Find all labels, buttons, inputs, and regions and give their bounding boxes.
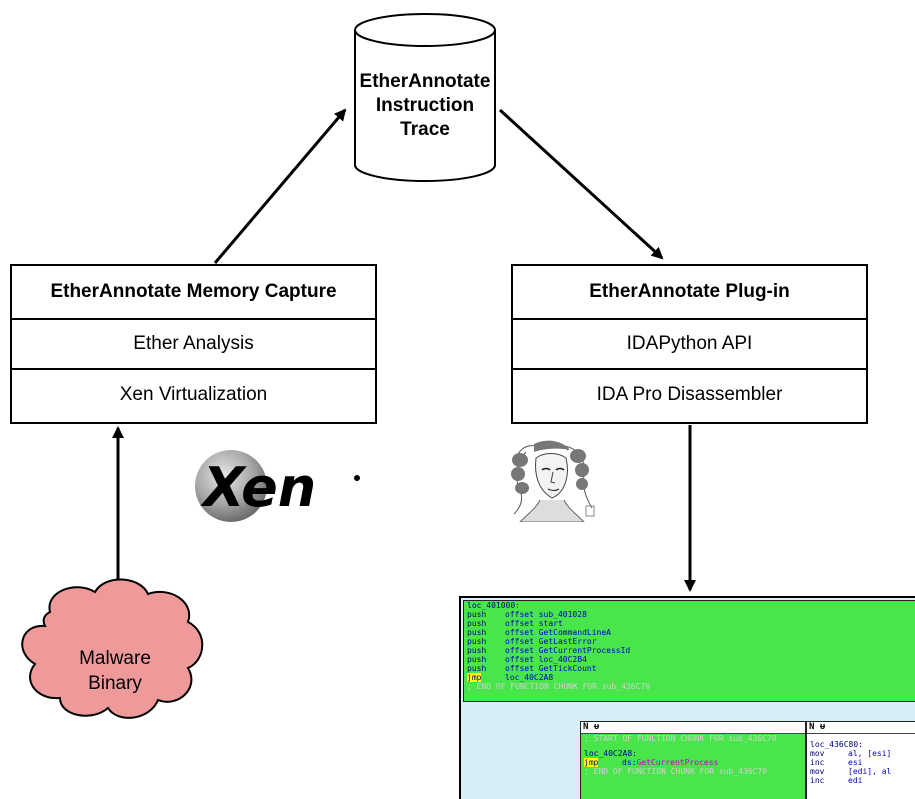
arrow-capture-to-trace — [213, 108, 347, 264]
xen-logo: Xen — [195, 450, 360, 522]
malware-binary-label: Malware Binary — [40, 646, 190, 696]
block3-label: loc_436C80: — [810, 740, 863, 749]
block1-label: loc_401000: — [467, 601, 520, 610]
xen-virtualization-layer: Xen Virtualization — [119, 384, 268, 405]
block2-header: N ᵾ — [581, 722, 805, 734]
malware-cloud — [21, 578, 204, 719]
ida-block-loc-40c2a8: N ᵾ ; START OF FUNCTION CHUNK FOR sub_43… — [580, 721, 806, 799]
plugin-stack: EtherAnnotate Plug-in IDAPython API IDA … — [511, 264, 868, 424]
plugin-title: EtherAnnotate Plug-in — [513, 266, 866, 320]
block3-header: N ᵾ — [807, 722, 915, 734]
idapython-api-layer: IDAPython API — [513, 320, 866, 370]
trace-label-line1: EtherAnnotate — [359, 71, 491, 92]
trace-label-line3: Trace — [400, 119, 450, 140]
block2-comment-end: ; END OF FUNCTION CHUNK FOR sub_436C70 — [584, 767, 768, 776]
xen-logo-text: Xen — [200, 456, 316, 519]
block2-label: loc_40C2A8: — [584, 749, 637, 758]
trace-label: EtherAnnotate Instruction Trace — [355, 70, 495, 142]
block1-comment: ; END OF FUNCTION CHUNK FOR sub_436C70 — [467, 682, 651, 691]
memory-capture-stack: EtherAnnotate Memory Capture Ether Analy… — [10, 264, 377, 424]
ida-pro-layer: IDA Pro Disassembler — [596, 384, 783, 405]
ida-portrait-logo — [506, 438, 598, 522]
arrow-trace-to-plugin — [498, 108, 664, 260]
block2-comment-start: ; START OF FUNCTION CHUNK FOR sub_436C70 — [584, 734, 777, 743]
trace-database-cylinder — [354, 13, 496, 182]
ether-analysis-layer: Ether Analysis — [12, 320, 375, 370]
malware-label-line1: Malware — [79, 648, 151, 669]
malware-label-line2: Binary — [88, 673, 142, 694]
memory-capture-title: EtherAnnotate Memory Capture — [12, 266, 375, 320]
trace-label-line2: Instruction — [375, 95, 475, 116]
block3-line: mov[edi], al — [810, 767, 892, 776]
